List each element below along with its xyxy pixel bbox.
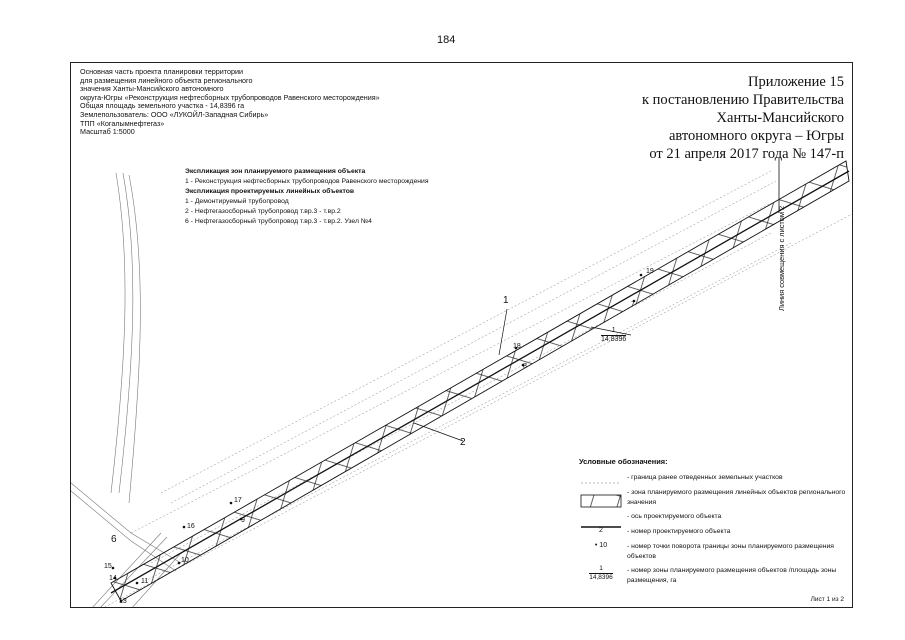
point-label: 17 [234, 497, 242, 504]
header-scale: Масштаб 1:5000 [80, 127, 135, 137]
header-line: Основная часть проекта планировки террит… [80, 67, 243, 76]
header-line: Общая площадь земельного участка - 14,83… [80, 101, 245, 111]
object-label-2: 2 [460, 437, 466, 448]
legend-item: - ось проектируемого объекта [579, 511, 847, 526]
sheet-label: Лист 1 из 2 [810, 596, 844, 603]
zone-number: 1 [601, 327, 627, 336]
point-label: 19 [646, 268, 654, 275]
legend-title: Условные обозначения: [579, 457, 668, 466]
appendix-line: Приложение 15 [748, 74, 844, 90]
objects-title: Экспликация проектируемых линейных объек… [185, 188, 355, 195]
legend-symbols [580, 482, 622, 528]
point-label: 13 [119, 598, 127, 605]
object-label-6: 6 [111, 534, 117, 545]
point-label: 10 [181, 557, 189, 564]
legend-item-text: - номер зоны планируемого размещения объ… [627, 567, 837, 584]
point-label: 15 [104, 563, 112, 570]
header-line: Землепользователь: ООО «ЛУКОЙЛ-Западная … [80, 109, 269, 119]
turning-points [111, 273, 643, 603]
planned-zone-corridor [110, 160, 850, 602]
objects-item: 1 - Демонтируемый трубопровод [185, 198, 289, 205]
appendix-line: от 21 апреля 2017 года № 147-п [649, 146, 844, 162]
legend-item: 2 - номер проектируемого объекта [579, 526, 847, 541]
zones-item: 1 - Реконструкция нефтесборных трубопров… [185, 178, 429, 185]
legend-item-text: - ось проектируемого объекта [627, 513, 722, 520]
legend-fraction-num: 1 [589, 565, 613, 574]
appendix-line: к постановлению Правительства [642, 92, 844, 108]
point-label: 8 [523, 363, 527, 370]
project-header: Основная часть проекта планировки террит… [80, 67, 380, 137]
point-label: 11 [141, 578, 149, 585]
appendix-line: Ханты-Мансийского [716, 110, 844, 126]
object-axis-line [110, 170, 850, 594]
legend-item: - зона планируемого размещения линейных … [579, 487, 847, 511]
appendix-line: автономного округа – Югры [668, 128, 844, 144]
appendix-block: Приложение 15 к постановлению Правительс… [642, 73, 844, 163]
legend-fraction-den: 14,8396 [589, 574, 613, 581]
header-line: для размещения линейного объекта региона… [80, 75, 253, 85]
header-line: ТПП «Когалымнефтегаз» [80, 118, 165, 128]
header-line: значения Ханты-Мансийского автономного [80, 84, 224, 94]
zone-area: 14,8396 [601, 336, 627, 343]
legend-item-text: - номер проектируемого объекта [627, 528, 731, 535]
legend-point-number: 10 [599, 542, 608, 549]
point-label: 7 [631, 301, 635, 308]
legend-point-symbol: • 10 [594, 542, 608, 549]
zone-area-label: 1 14,8396 [601, 327, 627, 344]
legend-number-symbol: 2 [599, 527, 603, 534]
point-label: 18 [513, 343, 521, 350]
legend-fraction-symbol: 1 14,8396 [579, 565, 623, 581]
header-line: округа-Югры «Реконструкция нефтесборных … [80, 92, 380, 102]
objects-item: 6 - Нефтегазосборный трубопровод т.вр.3 … [185, 218, 372, 225]
legend-item-text: - зона планируемого размещения линейных … [627, 489, 846, 506]
point-label: 9 [241, 517, 245, 524]
explication-block: Экспликация зон планируемого размещения … [185, 167, 429, 227]
object-label-1: 1 [503, 295, 509, 306]
legend-item: 1 14,8396 - номер зоны планируемого разм… [579, 565, 847, 589]
legend-item: • 10 - номер точки поворота границы зоны… [579, 541, 847, 565]
zones-title: Экспликация зон планируемого размещения … [185, 168, 366, 175]
point-label: 14 [109, 575, 117, 582]
existing-roads [71, 172, 182, 607]
map-sheet: Основная часть проекта планировки террит… [70, 62, 853, 608]
objects-item: 2 - Нефтегазосборный трубопровод т.вр.3 … [185, 208, 341, 215]
point-label: 16 [187, 523, 195, 530]
legend-item-text: - номер точки поворота границы зоны план… [627, 543, 834, 560]
legend-item: - граница ранее отведенных земельных уча… [579, 472, 847, 487]
page-number: 184 [437, 34, 456, 46]
map-drawing [71, 158, 852, 607]
combine-line-label: Линия совмещения с листом 2 [777, 205, 786, 311]
legend: Условные обозначения: - граница ранее от… [579, 457, 847, 589]
legend-item-text: - граница ранее отведенных земельных уча… [627, 474, 783, 481]
